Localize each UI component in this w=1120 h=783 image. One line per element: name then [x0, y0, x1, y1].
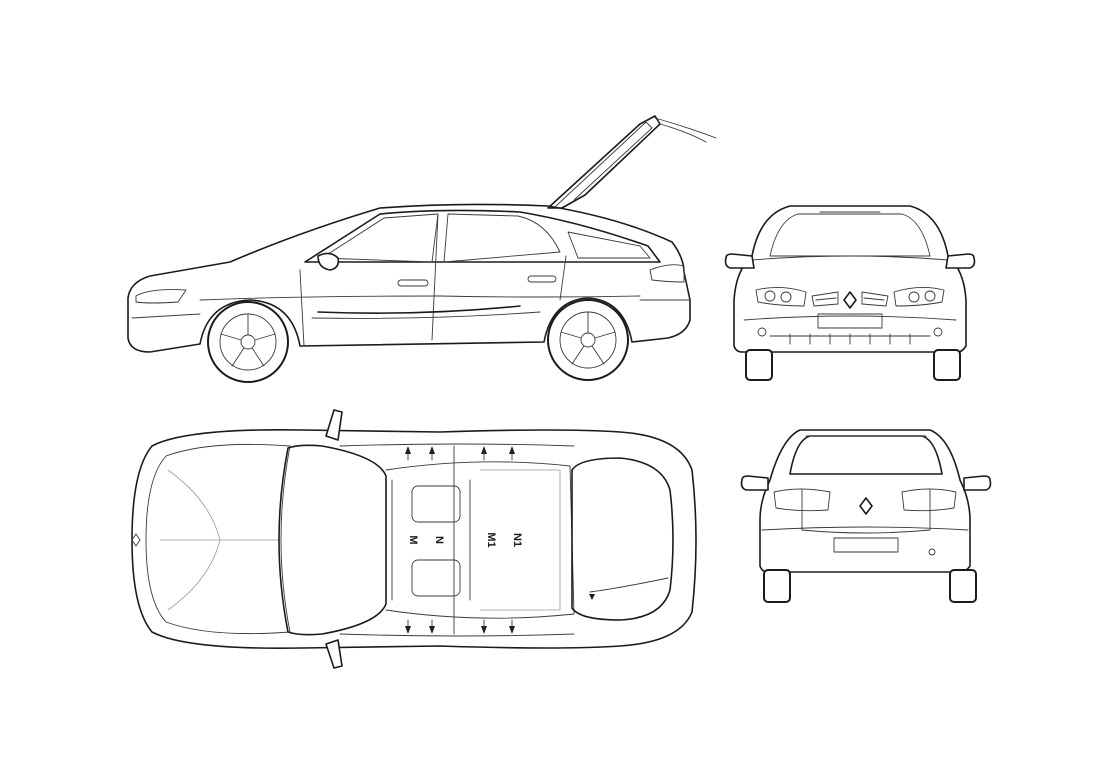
top-view: M N M1 N1	[131, 409, 697, 669]
top-seat-front-left	[411, 485, 461, 523]
front-number-plate	[817, 313, 883, 329]
side-front-wheel	[207, 301, 289, 383]
seat-mark-front-right: N	[433, 536, 445, 544]
side-view	[127, 115, 717, 383]
rear-taillamp-left	[773, 488, 831, 512]
rear-number-plate	[833, 537, 899, 553]
front-mirror-right	[945, 253, 976, 269]
top-windscreen	[278, 444, 387, 636]
rear-tyre-left	[763, 569, 791, 603]
seat-mark-rear-right: N1	[511, 533, 523, 547]
open-tailgate	[547, 115, 717, 209]
anchorage-arrows	[405, 446, 595, 634]
front-headlamp-right	[893, 287, 945, 307]
front-headlamp-left	[755, 287, 807, 307]
seat-mark-front-left: M	[407, 535, 419, 544]
top-mirror-left	[325, 409, 343, 441]
rear-body-outline	[759, 429, 971, 573]
rear-brand-logo	[859, 497, 873, 515]
side-headlamp	[135, 289, 187, 304]
side-taillamp	[649, 264, 685, 283]
seat-mark-rear-left: M1	[485, 532, 497, 547]
side-body-outline	[127, 203, 691, 353]
top-rear-window	[571, 457, 674, 621]
front-tyre-right	[933, 349, 961, 381]
front-windscreen	[769, 213, 931, 257]
front-mirror-left	[724, 253, 755, 269]
side-rear-wheel	[547, 299, 629, 381]
front-brand-logo	[843, 291, 857, 309]
front-tyre-left	[745, 349, 773, 381]
side-mirror	[317, 252, 340, 271]
side-glasshouse	[304, 209, 661, 263]
rear-taillamp-right	[901, 488, 957, 512]
top-mirror-right	[325, 639, 343, 669]
rear-view	[740, 429, 992, 603]
rear-tyre-right	[949, 569, 977, 603]
top-seat-front-right	[411, 559, 461, 597]
front-view	[724, 205, 976, 381]
front-body-outline	[733, 205, 967, 353]
rear-window	[789, 435, 943, 475]
rear-mirror-right	[963, 475, 992, 491]
top-body-outline	[131, 429, 697, 649]
rear-mirror-left	[740, 475, 769, 491]
